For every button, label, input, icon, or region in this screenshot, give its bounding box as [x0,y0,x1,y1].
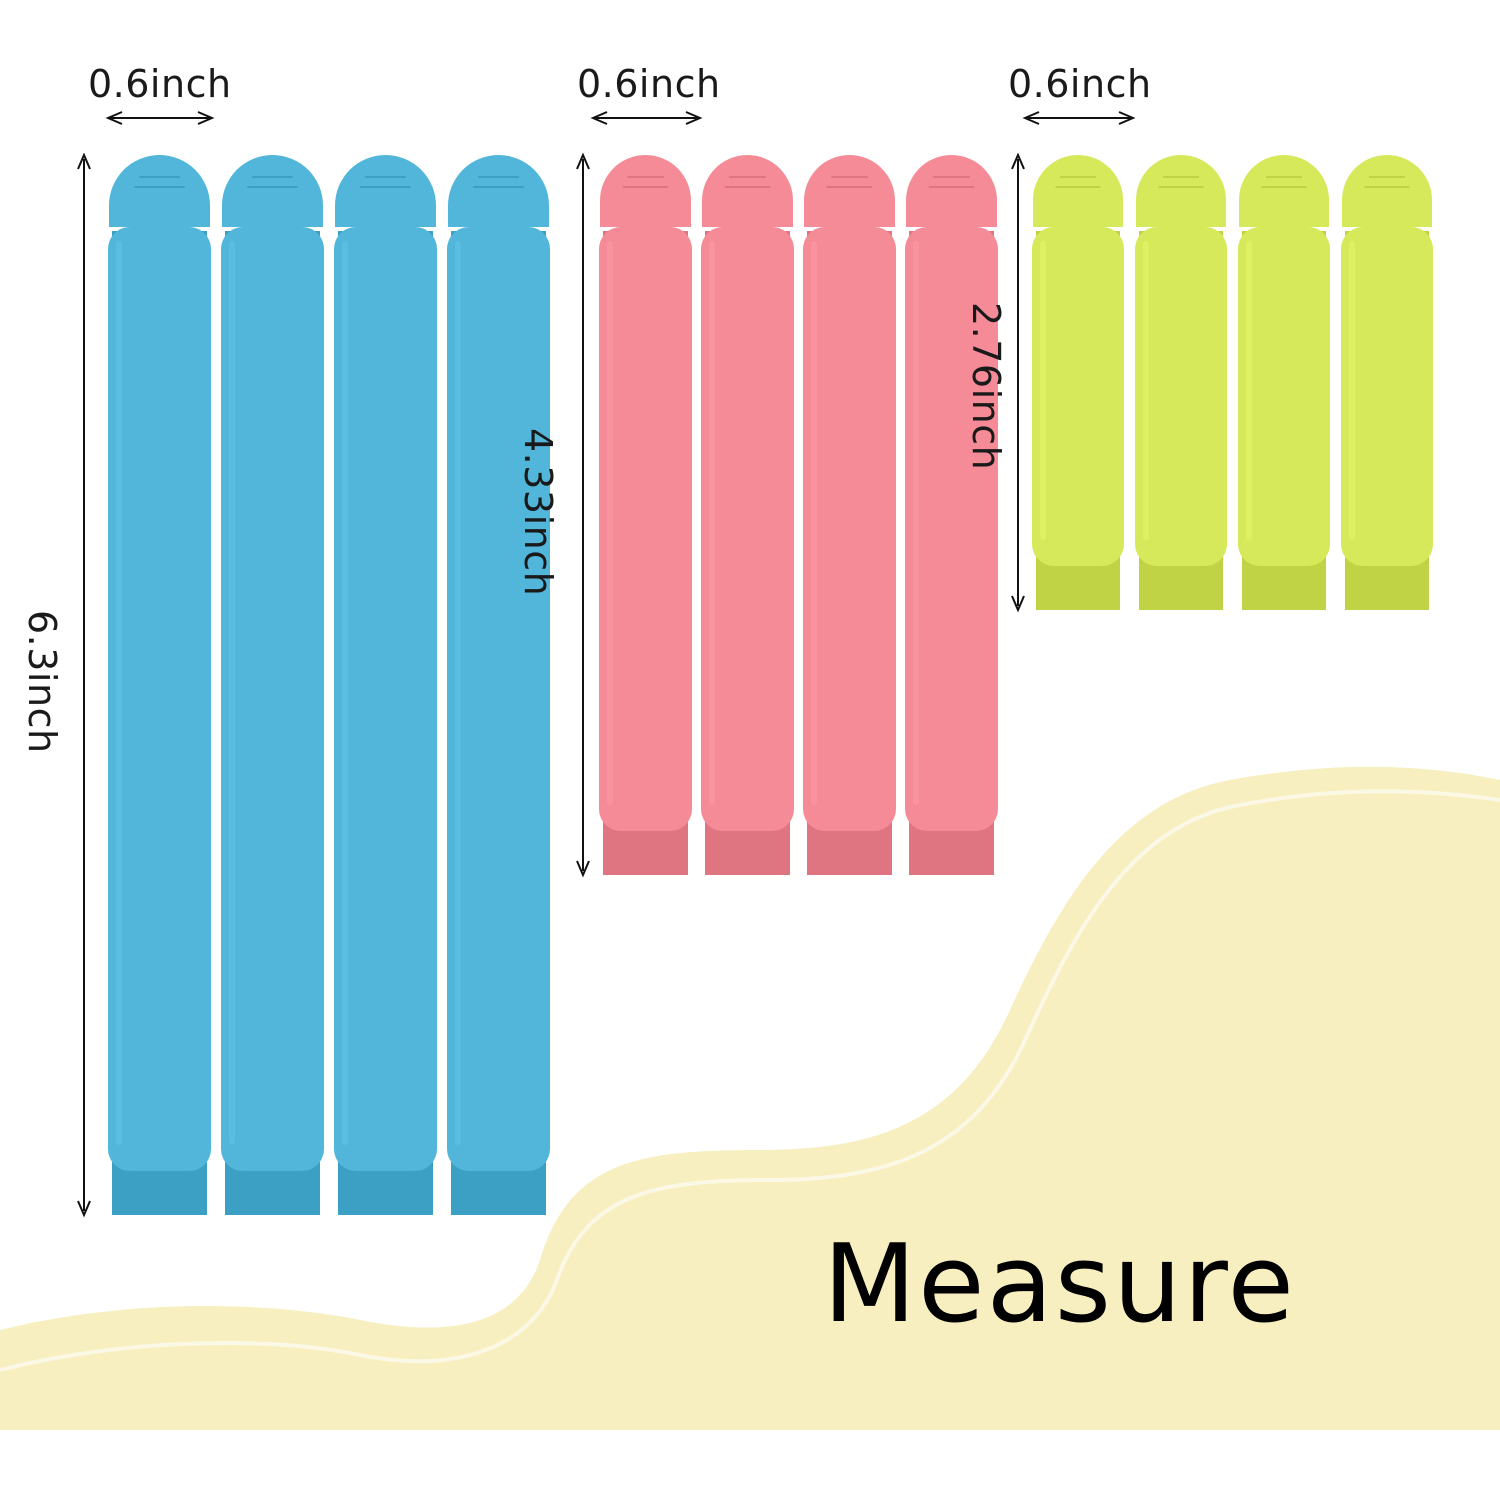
clip-arm [599,227,692,831]
green-clip-2 [1135,155,1227,610]
pink-length-arrow [576,152,590,878]
clip-highlight [342,241,348,1145]
clip-arm [803,227,896,831]
clip-highlight [1246,241,1252,540]
clip-highlight [811,241,817,805]
green-clip-1 [1032,155,1124,610]
clip-highlight [1143,241,1149,540]
clip-arm [905,227,998,831]
blue-clip-1 [108,155,211,1215]
clip-arm [1135,227,1227,566]
green-length-label: 2.76inch [964,302,1008,471]
clip-cap [448,155,549,227]
blue-clip-4 [447,155,550,1215]
clip-cap [1136,155,1226,227]
clip-arm [221,227,324,1171]
clip-arm [1341,227,1433,566]
pink-width-label: 0.6inch [577,62,721,106]
green-length-arrow [1011,152,1025,613]
pink-length-label: 4.33inch [516,428,560,597]
clip-highlight [116,241,122,1145]
clip-cap [1033,155,1123,227]
clip-highlight [229,241,235,1145]
clip-cap [335,155,436,227]
clip-highlight [913,241,919,805]
blue-clip-2 [221,155,324,1215]
clip-cap [1342,155,1432,227]
clip-cap [1239,155,1329,227]
page-title: Measure [823,1222,1296,1347]
pink-clip-3 [803,155,896,875]
clip-cap [600,155,691,227]
blue-length-arrow [77,152,91,1218]
pink-clip-1 [599,155,692,875]
clip-cap [222,155,323,227]
clip-cap [804,155,895,227]
green-clip-4 [1341,155,1433,610]
clip-highlight [607,241,613,805]
blue-width-label: 0.6inch [88,62,232,106]
clip-cap [702,155,793,227]
clip-arm [1032,227,1124,566]
clip-highlight [709,241,715,805]
clip-arm [1238,227,1330,566]
pink-clip-2 [701,155,794,875]
clip-highlight [455,241,461,1145]
clip-arm [701,227,794,831]
pink-clip-4 [905,155,998,875]
green-width-arrow [1022,111,1136,125]
clip-cap [109,155,210,227]
clip-highlight [1040,241,1046,540]
green-clip-3 [1238,155,1330,610]
blue-clip-3 [334,155,437,1215]
clip-cap [906,155,997,227]
blue-width-arrow [105,111,215,125]
green-width-label: 0.6inch [1008,62,1152,106]
clip-arm [108,227,211,1171]
pink-width-arrow [590,111,703,125]
clip-arm [334,227,437,1171]
clip-highlight [1349,241,1355,540]
clip-arm [447,227,550,1171]
blue-length-label: 6.3inch [20,610,64,754]
